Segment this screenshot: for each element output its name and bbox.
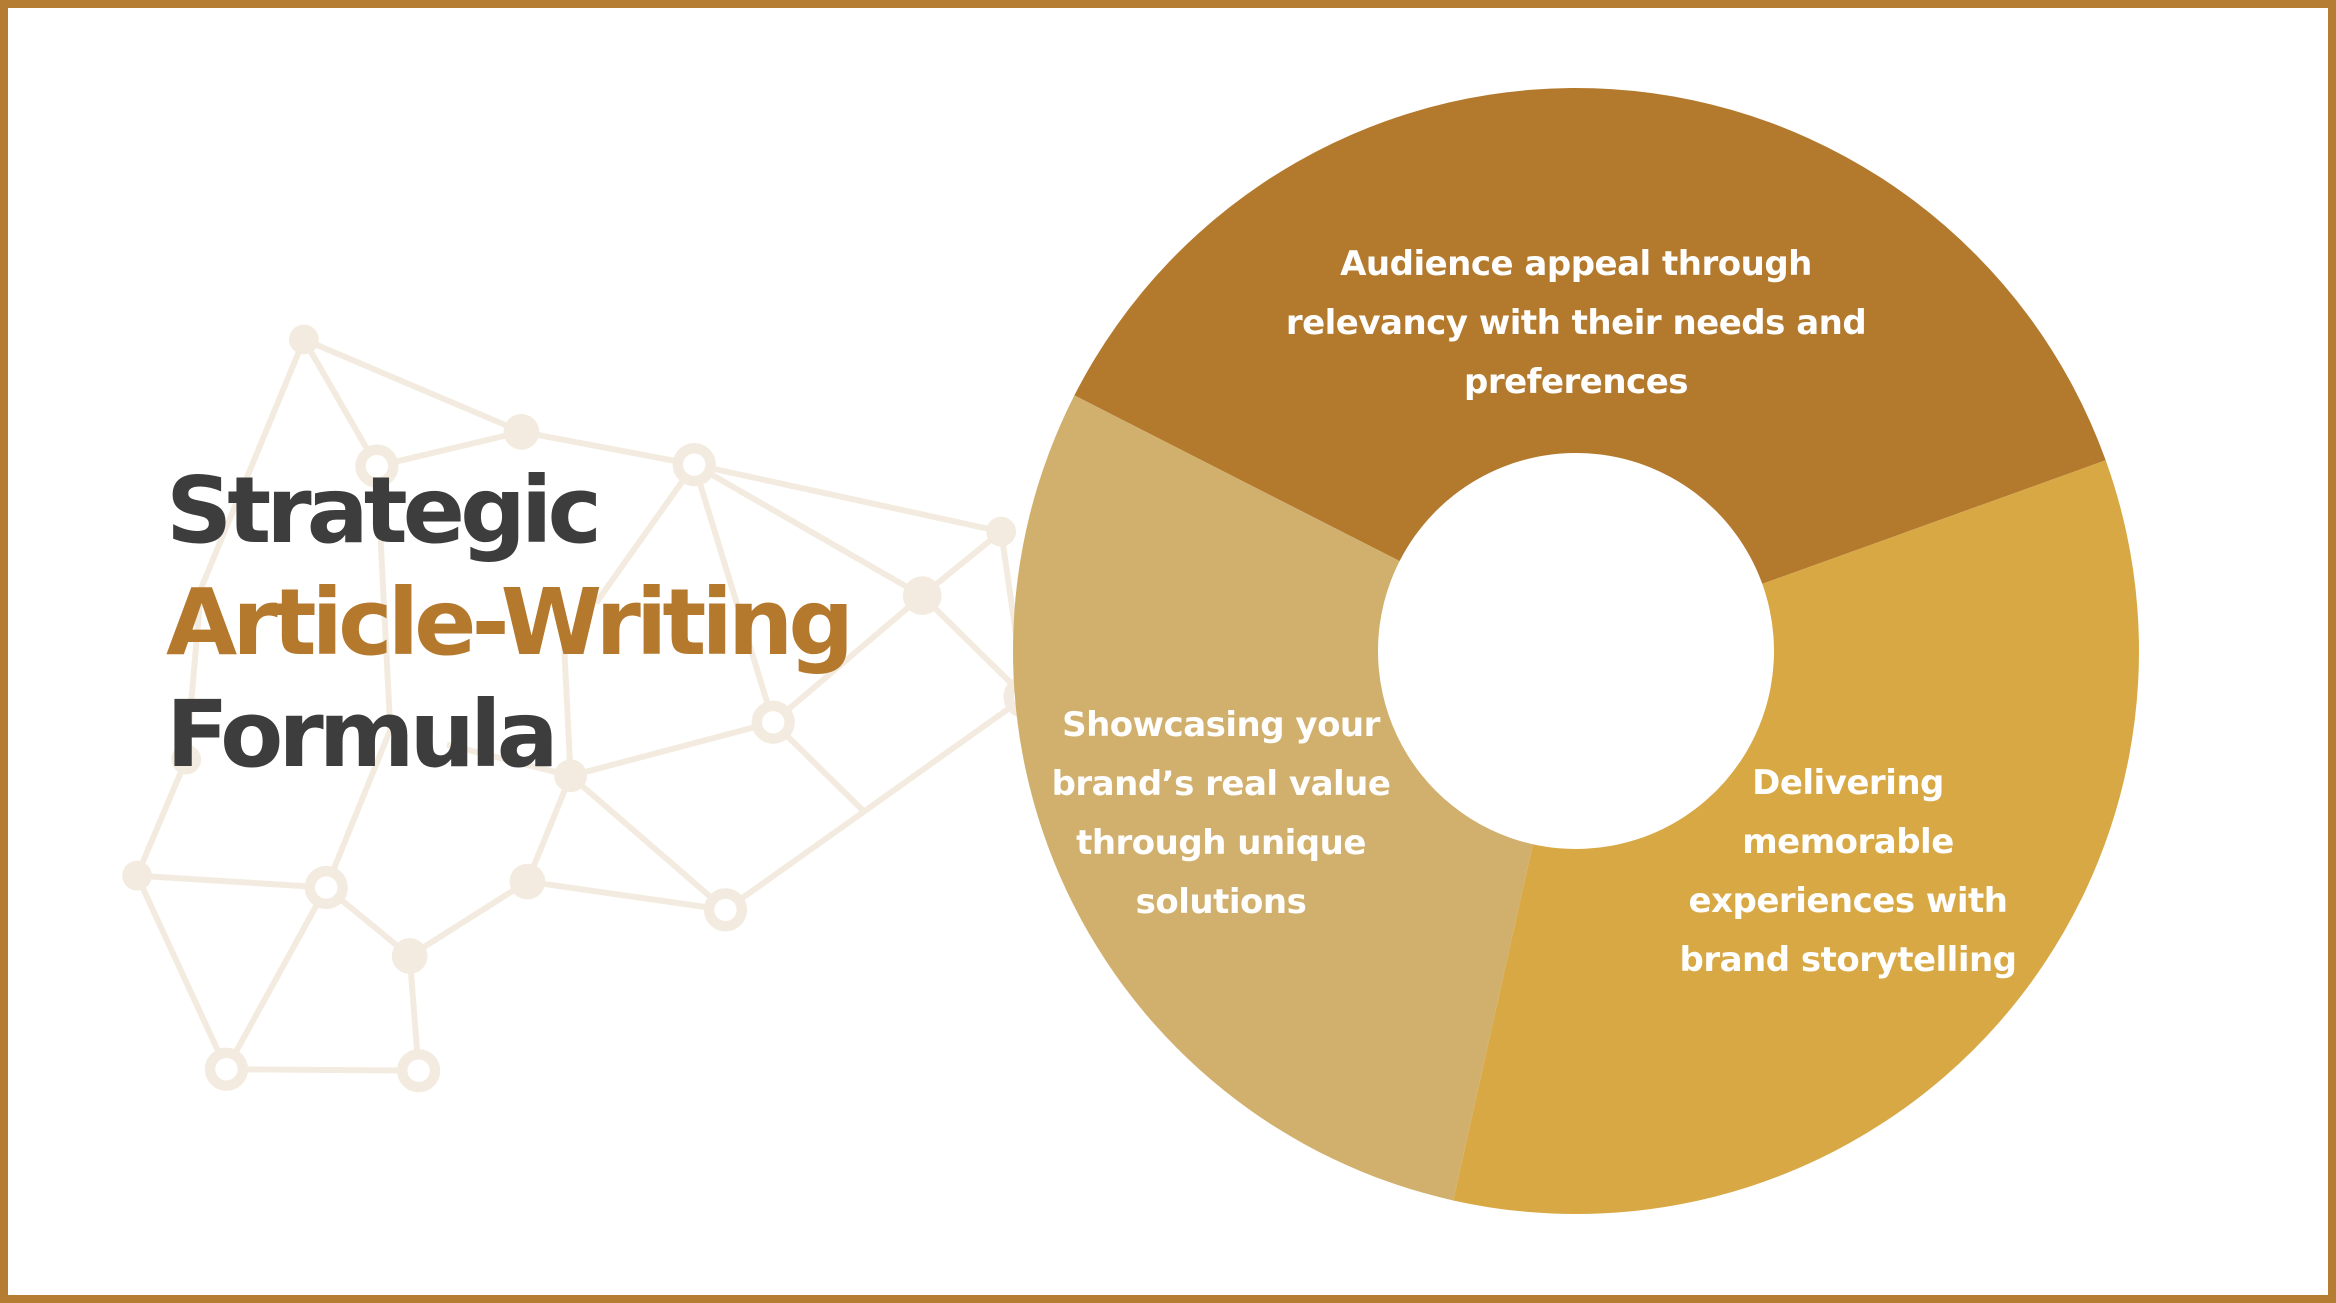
segment-brand-value [1012, 395, 1533, 1201]
title-line-formula: Formula [166, 681, 559, 788]
segment-label-brand-value: Showcasing your brand’s real value throu… [1052, 696, 1391, 932]
segment-audience-appeal [1074, 88, 2106, 584]
title-line-strategic: Strategic [166, 457, 602, 564]
segment-label-line: brand’s real value [1051, 764, 1391, 804]
segment-label-memorable-experiences: Delivering memorable experiences with br… [1679, 754, 2017, 990]
segment-label-line: experiences with [1688, 881, 2008, 921]
segment-label-line: Audience appeal through [1340, 244, 1812, 284]
segment-label-audience-appeal: Audience appeal through relevancy with t… [1285, 235, 1867, 412]
segment-label-line: Showcasing your [1062, 705, 1380, 745]
segment-label-line: preferences [1464, 362, 1689, 402]
slide-title: Strategic Article-Writing Formula [166, 455, 854, 791]
title-line-article-writing: Article-Writing [166, 569, 854, 676]
segment-label-line: solutions [1135, 882, 1307, 922]
segment-memorable-experiences [1453, 460, 2139, 1215]
segment-label-line: Delivering [1752, 763, 1944, 803]
segment-label-line: brand storytelling [1679, 940, 2017, 980]
segment-label-line: memorable [1742, 822, 1954, 862]
segment-label-line: through unique [1076, 823, 1366, 863]
segment-label-line: relevancy with their needs and [1285, 303, 1867, 343]
